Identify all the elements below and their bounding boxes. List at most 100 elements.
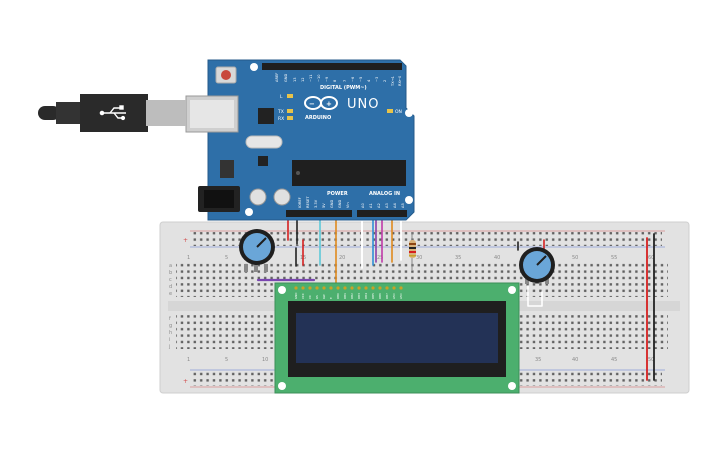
digital-pin-label: ~6 [351,76,355,82]
power-pin-label: RESET [306,196,310,208]
resistor-icon[interactable] [409,232,416,270]
wire-white[interactable] [527,285,543,307]
power-header[interactable] [286,210,352,217]
bb-num-top: 1 [187,255,190,261]
analog-pin-label: A4 [393,203,397,208]
bb-num-top: 30 [416,255,422,261]
bb-num-top: 5 [225,255,228,261]
digital-pin-label: 7 [343,80,347,82]
digital-pin-label: ~10 [317,74,321,82]
lcd-pin-label: DB2 [350,293,354,299]
lcd-pin-row [294,286,403,290]
lcd-pin-label: DB6 [378,293,382,299]
lcd-pin-label: DB1 [343,293,347,299]
bb-row-letter: e [169,291,172,297]
digital-pin-label: ~11 [309,74,313,82]
bb-num-top: 25 [377,255,383,261]
bb-row-letter: b [169,270,172,276]
bb-row-letter: c [169,277,172,283]
bb-num-top: 55 [611,255,617,261]
digital-pin-label: RX←0 [398,75,402,86]
potentiometer-icon[interactable] [239,229,275,272]
digital-pin-label: GND [284,74,288,82]
lcd-pin-label: RS [315,295,319,299]
potentiometer-icon[interactable] [519,247,555,284]
usb-cable-icon[interactable] [38,94,186,132]
reset-button-icon[interactable] [215,66,237,84]
arduino-logo: − + ARDUINO UNO [304,96,379,121]
svg-text:+: + [326,100,332,108]
bb-num-bottom: 1 [187,357,190,363]
lcd-pin-label: VCC [301,293,305,299]
power-pin-label: 5V [322,203,326,208]
lcd-pin-label: DB4 [364,293,368,299]
digital-pin-label: 13 [293,77,297,82]
power-pin-label: 3.3V [314,199,318,208]
bb-num-top: 50 [572,255,578,261]
analog-pin-label: A5 [401,203,405,208]
analog-pin-label: A1 [369,203,373,208]
lcd-module[interactable]: GND VCC V0 RS RW E DB0 DB1 DB2 DB3 DB4 D… [274,282,520,394]
lcd-pin-label: LED [392,294,396,299]
bb-row-letter: i [169,337,170,343]
lcd-pin-label: V0 [308,295,312,299]
digital-pin-label: 8 [333,79,337,82]
digital-pin-label: 4 [367,79,371,82]
bb-num-bottom: 35 [535,357,541,363]
rail-plus-label: + [183,378,188,385]
power-header-label: POWER [327,191,348,197]
bb-num-bottom: 45 [611,357,617,363]
digital-pin-label: ~9 [325,76,329,82]
lcd-pin-label: E [329,297,333,299]
digital-pin-label: 12 [301,77,305,82]
usb-symbol-icon [99,105,126,121]
digital-pin-label: 2 [383,80,387,82]
led-label: RX [278,116,284,122]
bb-num-top: 40 [494,255,500,261]
analog-pin-label: A3 [385,203,389,208]
digital-pin-label: ~5 [359,77,363,82]
power-pin-label: Vin [346,202,350,208]
power-pin-label: GND [338,200,342,208]
on-label: ON [395,109,402,115]
analog-header-label: ANALOG IN [369,191,400,197]
digital-pin-label: TX→1 [391,76,395,87]
digital-pin-label: ~3 [375,77,379,82]
bb-num-bottom: 50 [648,357,654,363]
bb-num-top: 60 [648,255,654,261]
bb-row-letter: j [168,344,170,350]
lcd-screen [296,313,498,363]
led-label: TX [277,109,284,115]
digital-header[interactable] [262,63,402,70]
bb-num-top: 20 [339,255,345,261]
microcontroller-chip [292,160,406,186]
analog-pin-label: A0 [361,203,365,208]
bb-row-letter: a [169,263,172,269]
bb-num-top: 35 [455,255,461,261]
analog-pin-label: A2 [377,203,381,208]
digital-pin-label: AREF [275,73,279,82]
svg-text:−: − [309,100,315,108]
digital-header-label: DIGITAL (PWM~) [320,85,367,91]
bb-row-letter: f [169,316,171,322]
lcd-pin-label: DB0 [336,293,340,299]
led-label: L [280,94,283,100]
arduino-brand: ARDUINO [305,115,331,121]
bb-row-letter: d [169,284,172,290]
lcd-pin-label: GND [294,293,298,299]
lcd-pin-label: DB5 [371,293,375,299]
arduino-uno-board[interactable]: AREF GND 13 12 ~11 ~10 ~9 8 7 ~6 ~5 4 ~3… [185,59,415,221]
rail-plus-label: + [183,237,188,244]
bb-num-bottom: 5 [225,357,228,363]
bb-row-letter: h [169,330,172,336]
bb-num-bottom: 10 [262,357,268,363]
bb-num-bottom: 40 [572,357,578,363]
power-pin-label: GND [330,200,334,208]
bb-row-letter: g [169,323,172,329]
lcd-pin-label: DB3 [357,293,361,299]
arduino-model: UNO [347,97,379,112]
analog-header[interactable] [357,210,407,217]
lcd-pin-label: LED [399,294,403,299]
lcd-pin-label: RW [322,294,326,299]
